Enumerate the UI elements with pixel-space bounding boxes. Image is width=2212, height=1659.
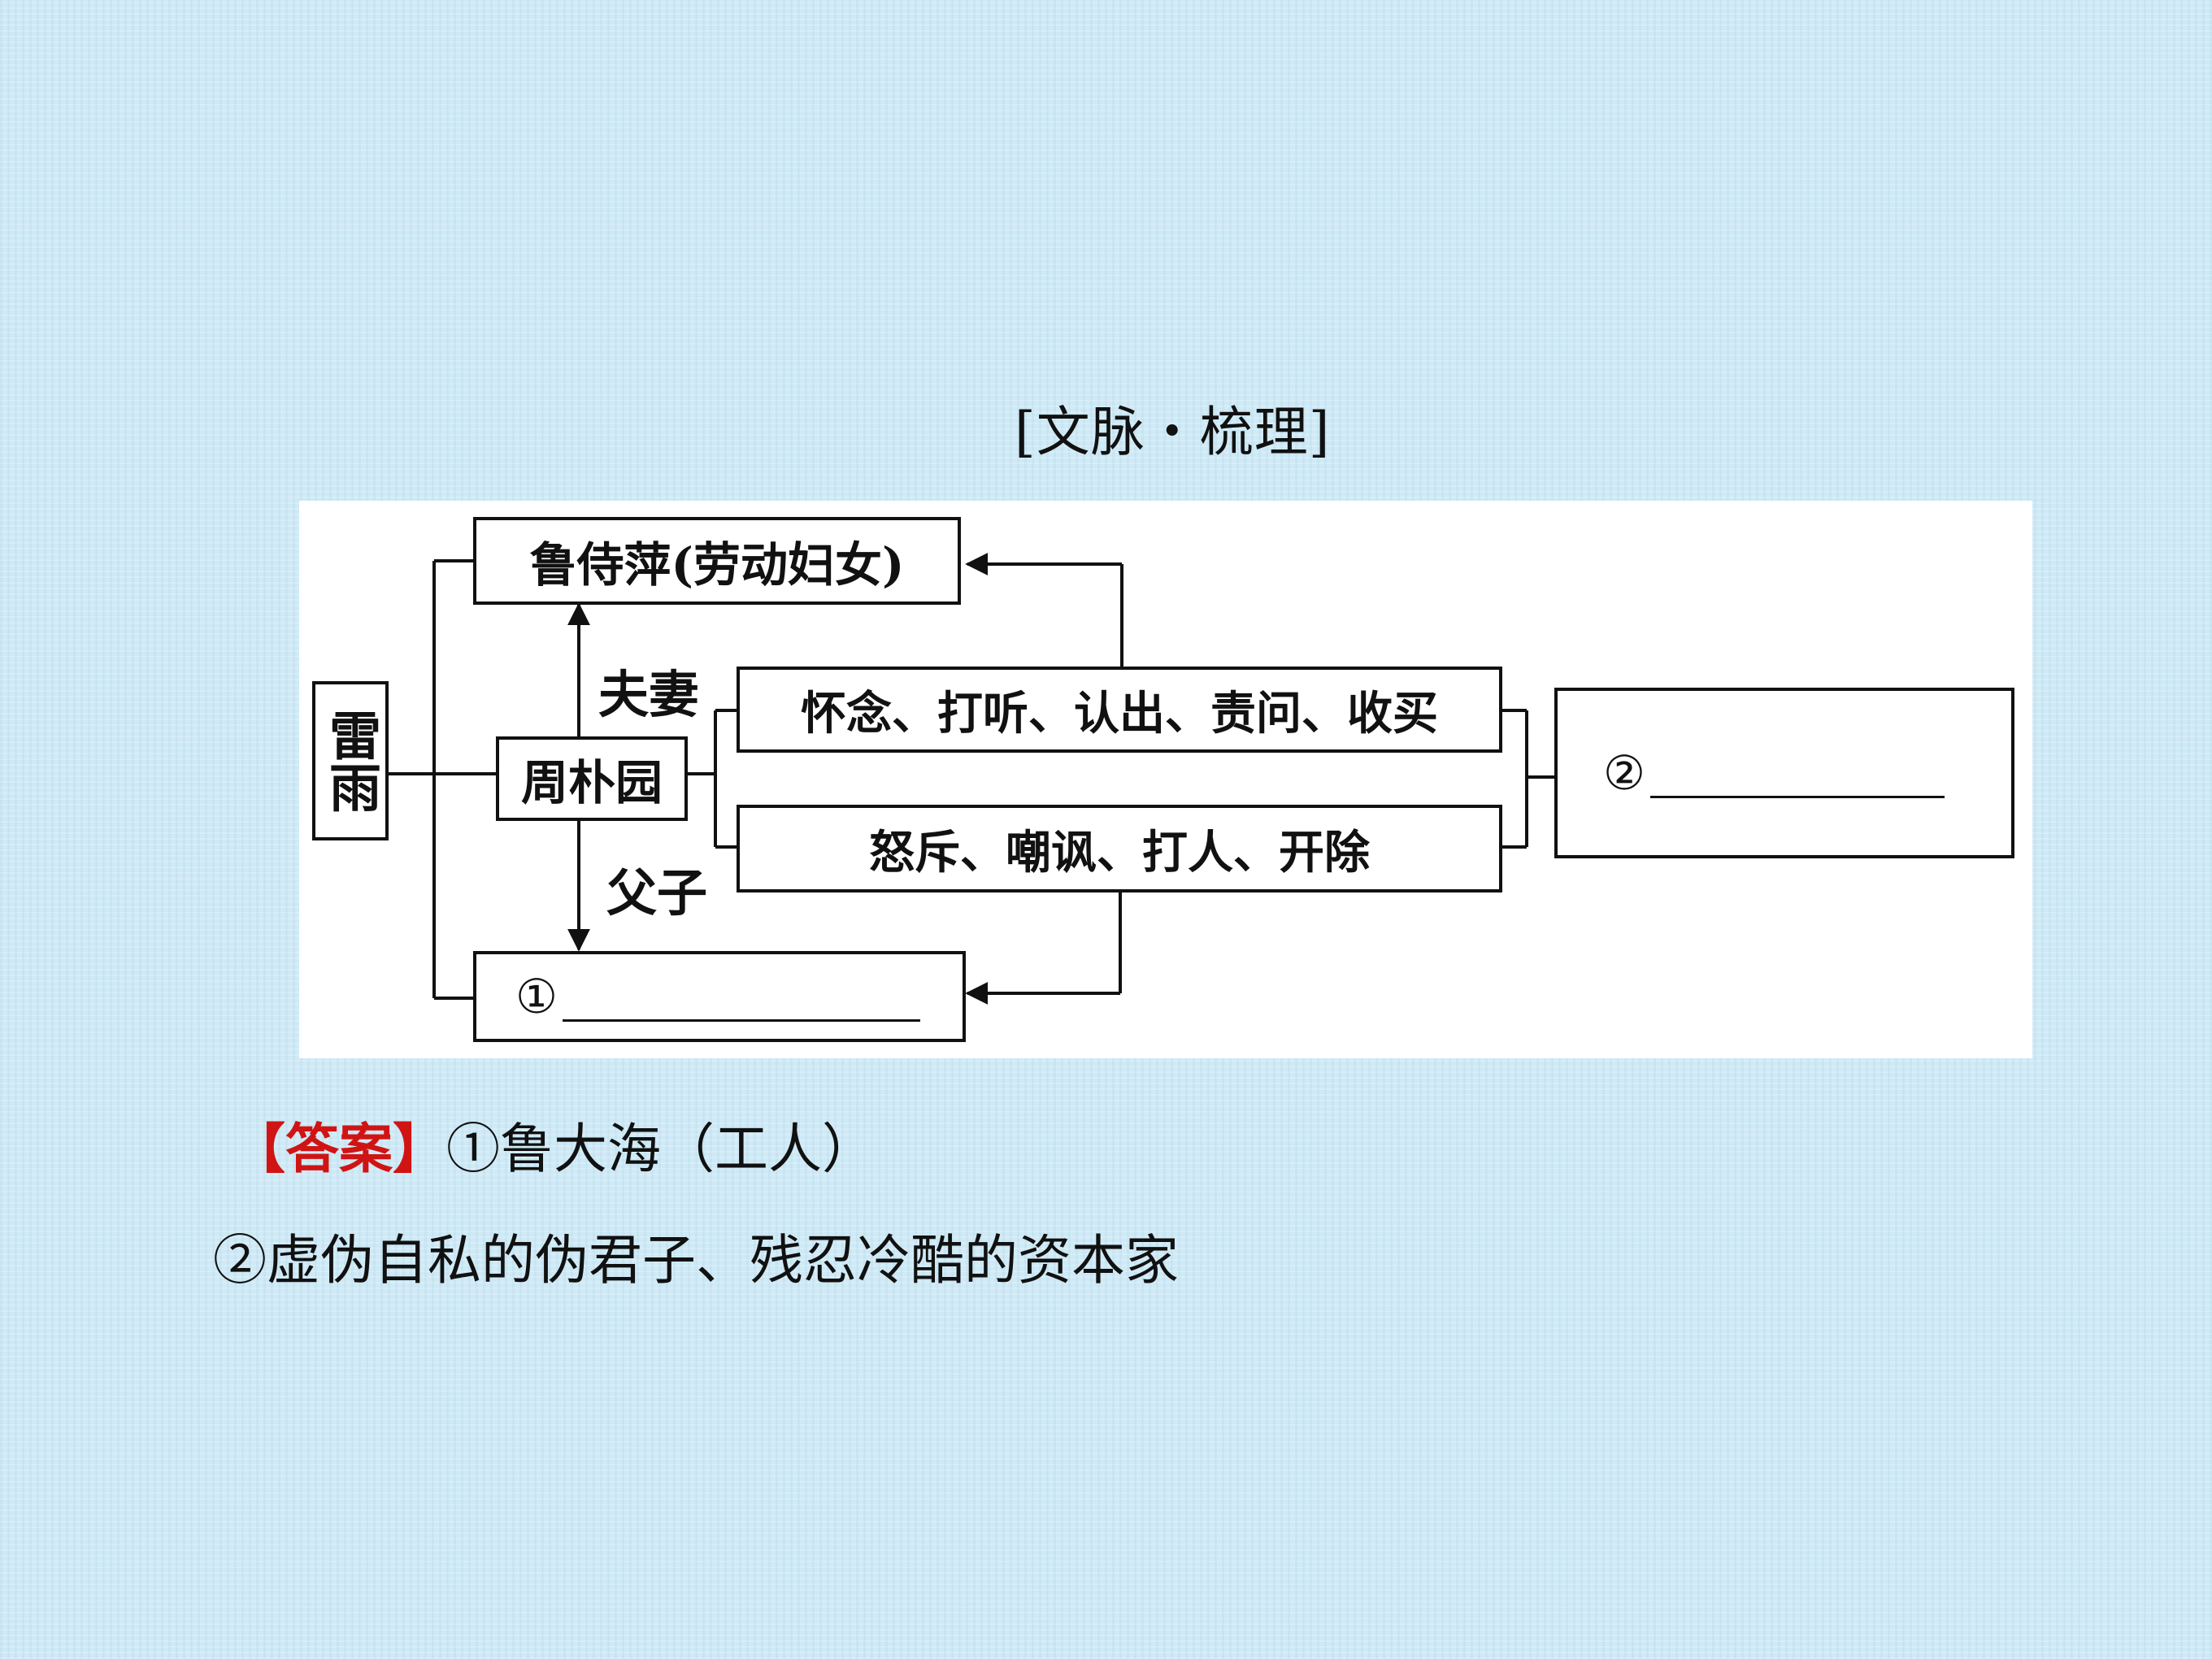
action-bottom-label: 怒斥、嘲讽、打人、开除 xyxy=(869,825,1370,879)
top-node-label: 鲁侍萍(劳动妇女) xyxy=(529,537,905,593)
action-bottom-node: 怒斥、嘲讽、打人、开除 xyxy=(737,805,1502,892)
slide-title: [文脉・梳理] xyxy=(1015,401,1331,463)
summary-node: ② xyxy=(1554,688,2014,858)
action-top-node: 怀念、打听、认出、责问、收买 xyxy=(737,667,1502,753)
center-node: 周朴园 xyxy=(496,736,688,821)
top-node: 鲁侍萍(劳动妇女) xyxy=(473,517,961,605)
relation-bottom-label: 父子 xyxy=(606,863,708,923)
summary-node-blank xyxy=(1650,749,1945,798)
diagram-panel: 雷雨 鲁侍萍(劳动妇女) 周朴园 夫妻 父子 怀念、打听、认出、责问、收买 怒斥… xyxy=(299,501,2032,1058)
answer-line-2: ②虚伪自私的伪君子、残忍冷酷的资本家 xyxy=(213,1229,1179,1292)
summary-node-marker: ② xyxy=(1603,745,1645,801)
bottom-node: ① xyxy=(473,951,966,1042)
bottom-node-blank xyxy=(563,972,920,1022)
action-top-label: 怀念、打听、认出、责问、收买 xyxy=(801,686,1438,740)
root-node: 雷雨 xyxy=(312,681,389,840)
relation-top-label: 夫妻 xyxy=(598,665,700,724)
bottom-node-marker: ① xyxy=(515,969,558,1024)
diagram-connectors xyxy=(387,553,1556,1005)
answer-tag: 【答案】 xyxy=(232,1117,446,1180)
answer-line-1: 【答案】①鲁大海（工人） xyxy=(232,1105,876,1183)
root-node-label: 雷雨 xyxy=(320,709,381,813)
answer-item-1: ①鲁大海（工人） xyxy=(446,1118,876,1180)
center-node-label: 周朴园 xyxy=(520,755,663,810)
